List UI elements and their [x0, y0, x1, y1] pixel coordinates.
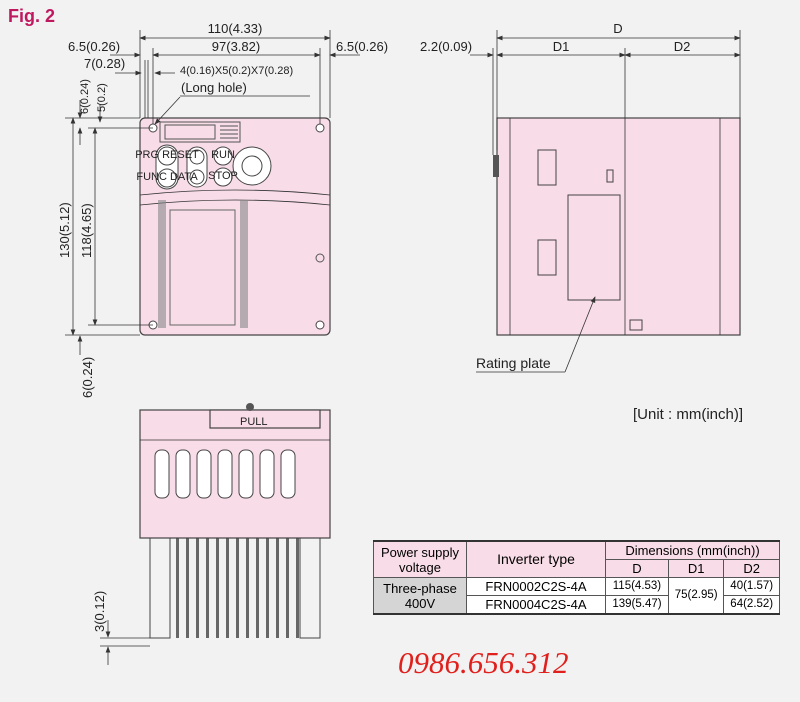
run-button: [213, 146, 233, 166]
heatsink-fin: [296, 538, 299, 638]
header-D: D: [605, 559, 669, 578]
dim-D2: D2: [674, 39, 691, 54]
table-row: FRN0004C2S-4A 139(5.47) 64(2.52): [374, 595, 780, 615]
heatsink-fin: [276, 538, 279, 638]
dim-top-6: 6(0.24): [79, 79, 91, 114]
keypad: [155, 144, 272, 190]
dim-hole-pitch-width: 97(3.82): [212, 39, 260, 54]
stop-button: [213, 167, 233, 187]
table-row: Three-phase 400V FRN0002C2S-4A 115(4.53)…: [373, 577, 780, 615]
heatsink-fin: [176, 538, 179, 638]
type-cell: FRN0004C2S-4A: [466, 595, 606, 615]
side-view: [493, 117, 741, 336]
dim-right-margin: 6.5(0.26): [336, 39, 388, 54]
heatsink-fin: [196, 538, 199, 638]
voltage-cell: Three-phase 400V: [373, 577, 467, 615]
d2-cell: 64(2.52): [723, 595, 780, 615]
terminal: [196, 449, 212, 499]
dim-overall-width: 110(4.33): [208, 21, 263, 36]
header-voltage: Power supply voltage: [373, 540, 467, 578]
func-label: FUNC DATA: [136, 171, 198, 183]
terminal: [175, 449, 191, 499]
hole-note: (Long hole): [181, 80, 247, 95]
type-cell: FRN0002C2S-4A: [466, 577, 606, 596]
figure-label: Fig. 2: [8, 6, 56, 26]
dimensions-table: Power supply voltage Inverter type Dimen…: [373, 540, 780, 615]
dim-overall-height: 130(5.12): [57, 202, 72, 258]
dim-D1: D1: [553, 39, 570, 54]
mount-hole: [315, 123, 325, 133]
heatsink-fin: [286, 538, 289, 638]
prg-reset-button: [157, 146, 177, 166]
dim-D: D: [613, 21, 622, 36]
rating-plate-label: Rating plate: [476, 355, 551, 371]
dim-bottom: 6(0.24): [80, 357, 95, 398]
terminal: [217, 449, 233, 499]
terminal: [259, 449, 275, 499]
prg-label: PRG RESET: [135, 149, 199, 161]
heatsink-fin: [226, 538, 229, 638]
heatsink-fin: [186, 538, 189, 638]
front-view: PRG RESET FUNC DATA RUN STOP: [135, 117, 331, 336]
header-D1: D1: [667, 559, 725, 578]
heatsink-fin: [246, 538, 249, 638]
func-data-button: [157, 168, 177, 188]
stop-label: STOP: [208, 170, 238, 182]
dim-fin: 3(0.12): [92, 591, 107, 632]
bottom-view: PULL: [139, 403, 331, 639]
d2-cell: 40(1.57): [723, 577, 780, 596]
heatsink-fin: [266, 538, 269, 638]
mount-hole: [315, 320, 325, 330]
header-dimensions: Dimensions (mm(inch)): [605, 540, 780, 560]
dim-top-5: 5(0.2): [96, 83, 108, 112]
d-cell: 115(4.53): [605, 577, 669, 596]
header-D2: D2: [723, 559, 780, 578]
pull-label: PULL: [240, 416, 268, 428]
up-button: [189, 149, 205, 165]
unit-label: [Unit : mm(inch)]: [633, 406, 744, 423]
dim-left-margin: 6.5(0.26): [68, 39, 120, 54]
heatsink-fin: [256, 538, 259, 638]
terminal: [280, 449, 296, 499]
heatsink-fin: [216, 538, 219, 638]
dim-hole-pitch-height: 118(4.65): [79, 203, 94, 258]
hole-spec: 4(0.16)X5(0.2)X7(0.28): [180, 65, 293, 77]
terminal: [154, 449, 170, 499]
d-cell: 139(5.47): [605, 595, 669, 615]
terminal: [238, 449, 254, 499]
down-button: [189, 169, 205, 185]
d1-cell: 75(2.95): [667, 577, 725, 615]
phone-number: 0986.656.312: [398, 645, 569, 680]
run-label: RUN: [211, 149, 235, 161]
heatsink-fin: [236, 538, 239, 638]
header-type: Inverter type: [466, 540, 606, 578]
dim-offset: 2.2(0.09): [420, 39, 472, 54]
heatsink-fin: [206, 538, 209, 638]
dim-hole-offset: 7(0.28): [84, 56, 125, 71]
